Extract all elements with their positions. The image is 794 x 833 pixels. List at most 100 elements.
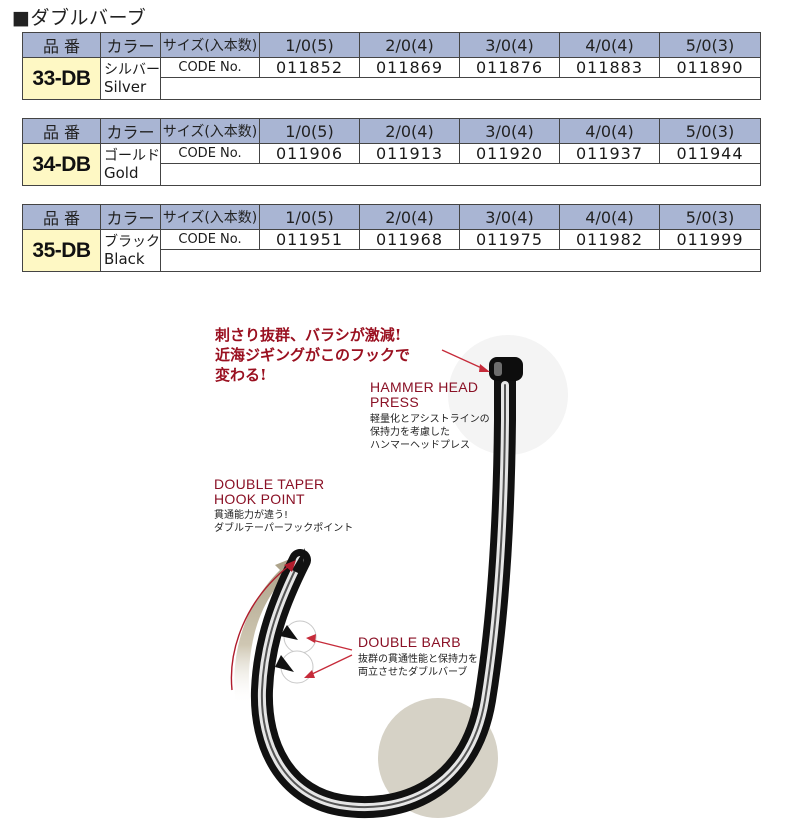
header-size-2: 2/0(4) — [359, 118, 460, 144]
code-number: 011906 — [259, 143, 360, 164]
hammer-arrowhead — [479, 364, 490, 372]
taper-arrowhead — [284, 560, 296, 572]
code-number: 011876 — [459, 57, 560, 78]
taper-callout-desc: 貫通能力が違う! ダブルテーパーフックポイント — [214, 509, 353, 535]
header-product-code: 品 番 — [22, 32, 101, 58]
header-size-3: 3/0(4) — [459, 204, 560, 230]
blank-cell — [160, 249, 761, 272]
header-size-1: 1/0(5) — [259, 32, 360, 58]
barb-highlight-circle-1 — [283, 620, 317, 654]
code-number: 011944 — [659, 143, 761, 164]
product-color: ブラック Black — [100, 229, 161, 272]
barb-highlight-circle-2 — [280, 650, 314, 684]
product-color: シルバー Silver — [100, 57, 161, 100]
barb-1 — [280, 625, 298, 640]
header-size-5: 5/0(3) — [659, 118, 761, 144]
product-code: 33-DB — [22, 57, 101, 100]
spec-table-34db: 品 番 カラー サイズ(入本数) 1/0(5) 2/0(4) 3/0(4) 4/… — [22, 118, 761, 186]
catchphrase: 刺さり抜群、バラシが激減! 近海ジギングがこのフックで 変わる! — [215, 325, 410, 385]
code-number: 011951 — [259, 229, 360, 250]
table-row: 33-DB シルバー Silver CODE No. 011852 011869… — [22, 57, 761, 100]
header-size-5: 5/0(3) — [659, 204, 761, 230]
code-number: 011975 — [459, 229, 560, 250]
table-header-row: 品 番 カラー サイズ(入本数) 1/0(5) 2/0(4) 3/0(4) 4/… — [22, 32, 761, 58]
code-number: 011920 — [459, 143, 560, 164]
code-number: 011883 — [559, 57, 660, 78]
catchphrase-line-2: 近海ジギングがこのフックで — [215, 346, 411, 364]
header-size: サイズ(入本数) — [160, 32, 260, 58]
barb-arrow-2 — [309, 654, 353, 676]
header-size: サイズ(入本数) — [160, 118, 260, 144]
barb-arrow-1 — [311, 639, 353, 651]
code-number: 011999 — [659, 229, 761, 250]
table-row: 35-DB ブラック Black CODE No. 011951 011968 … — [22, 229, 761, 272]
code-number: 011968 — [359, 229, 460, 250]
header-size-5: 5/0(3) — [659, 32, 761, 58]
hammer-desc-line-1: 軽量化とアシストラインの — [370, 414, 490, 425]
spec-table-35db: 品 番 カラー サイズ(入本数) 1/0(5) 2/0(4) 3/0(4) 4/… — [22, 204, 761, 272]
taper-desc-line-2: ダブルテーパーフックポイント — [214, 523, 354, 534]
table-header-row: 品 番 カラー サイズ(入本数) 1/0(5) 2/0(4) 3/0(4) 4/… — [22, 118, 761, 144]
color-en: Gold — [104, 163, 139, 182]
header-product-code: 品 番 — [22, 204, 101, 230]
hammer-head — [489, 357, 523, 381]
catchphrase-line-3: 変わる! — [215, 366, 267, 384]
header-size-2: 2/0(4) — [359, 32, 460, 58]
hammer-title-line-1: HAMMER HEAD — [370, 379, 479, 395]
taper-desc-line-1: 貫通能力が違う! — [214, 510, 289, 521]
product-code: 34-DB — [22, 143, 101, 186]
header-size: サイズ(入本数) — [160, 204, 260, 230]
table-blank-row — [23, 77, 761, 100]
header-size-3: 3/0(4) — [459, 118, 560, 144]
header-product-code: 品 番 — [22, 118, 101, 144]
code-number: 011890 — [659, 57, 761, 78]
header-size-4: 4/0(4) — [559, 204, 660, 230]
header-size-1: 1/0(5) — [259, 204, 360, 230]
color-jp: ブラック — [104, 233, 160, 250]
barb-callout-desc: 抜群の貫通性能と保持力を 両立させたダブルバーブ — [358, 653, 478, 679]
barb-2 — [275, 655, 294, 672]
code-number: 011937 — [559, 143, 660, 164]
hammer-arrow — [441, 349, 487, 371]
code-number: 011913 — [359, 143, 460, 164]
barb-arrowhead-2 — [304, 670, 315, 678]
header-color: カラー — [100, 118, 161, 144]
header-size-4: 4/0(4) — [559, 32, 660, 58]
color-en: Silver — [104, 77, 147, 96]
blank-cell — [160, 77, 761, 100]
blank-cell — [160, 163, 761, 186]
hammer-callout-title: HAMMER HEAD PRESS — [370, 380, 478, 410]
product-color: ゴールド Gold — [100, 143, 161, 186]
code-no-label: CODE No. — [160, 229, 260, 250]
hammer-desc-line-2: 保持力を考慮した — [370, 427, 450, 438]
table-header-row: 品 番 カラー サイズ(入本数) 1/0(5) 2/0(4) 3/0(4) 4/… — [22, 204, 761, 230]
hammer-title-line-2: PRESS — [370, 394, 419, 410]
hammer-callout-desc: 軽量化とアシストラインの 保持力を考慮した ハンマーヘッドプレス — [370, 413, 490, 452]
spec-table-33db: 品 番 カラー サイズ(入本数) 1/0(5) 2/0(4) 3/0(4) 4/… — [22, 32, 761, 100]
code-number: 011982 — [559, 229, 660, 250]
table-blank-row — [23, 249, 761, 272]
header-color: カラー — [100, 204, 161, 230]
barb-callout-title: DOUBLE BARB — [358, 635, 461, 650]
barb-arrowhead-1 — [306, 634, 316, 643]
color-jp: ゴールド — [104, 147, 160, 164]
header-color: カラー — [100, 32, 161, 58]
header-size-1: 1/0(5) — [259, 118, 360, 144]
header-size-4: 4/0(4) — [559, 118, 660, 144]
gap-highlight-circle — [378, 698, 498, 818]
barb-title-line-1: DOUBLE BARB — [358, 634, 461, 650]
hammer-head-highlight — [494, 362, 502, 376]
taper-arrow — [230, 564, 291, 691]
product-code: 35-DB — [22, 229, 101, 272]
taper-title-line-2: HOOK POINT — [214, 491, 305, 507]
hook-point — [292, 548, 305, 575]
color-jp: シルバー — [104, 61, 160, 78]
barb-desc-line-1: 抜群の貫通性能と保持力を — [358, 654, 478, 665]
code-number: 011852 — [259, 57, 360, 78]
section-title: ■ダブルバーブ — [12, 7, 147, 29]
barb-desc-line-2: 両立させたダブルバーブ — [358, 667, 468, 678]
header-size-2: 2/0(4) — [359, 204, 460, 230]
color-en: Black — [104, 249, 145, 268]
code-no-label: CODE No. — [160, 143, 260, 164]
hammer-desc-line-3: ハンマーヘッドプレス — [370, 440, 470, 451]
